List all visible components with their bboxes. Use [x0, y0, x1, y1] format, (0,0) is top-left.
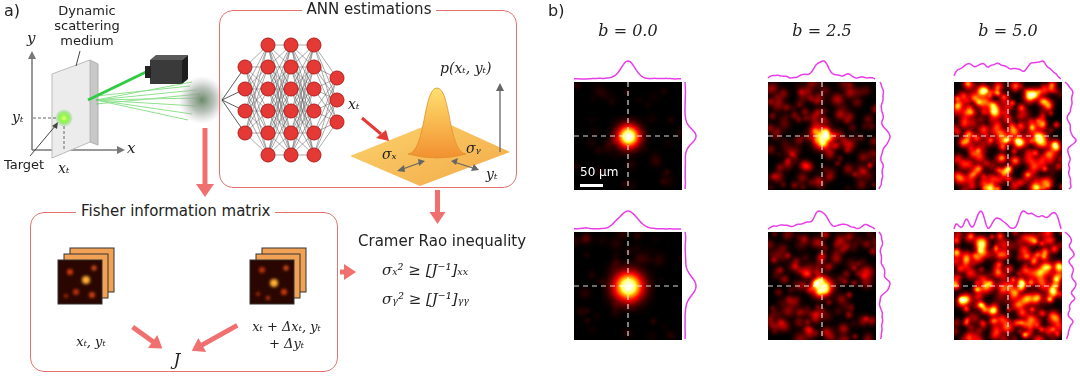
block-title: Cramer Rao inequality	[358, 232, 556, 251]
arrow-head	[430, 212, 446, 224]
target-label: Target	[4, 158, 44, 173]
matrix-symbol: J	[164, 347, 190, 371]
arrow-head	[344, 264, 356, 280]
scale-bar-label: 50 µm	[580, 166, 618, 180]
arrow-shaft	[133, 327, 154, 342]
panel-letter: a)	[4, 2, 20, 20]
sigma-label: σᵧ	[466, 140, 481, 156]
parameter-label: b = 2.5	[792, 22, 851, 40]
panel-heading: Fisher information matrix	[76, 202, 275, 221]
panel-box: ANN estimations	[219, 10, 517, 188]
inequality-block: Cramer Rao inequality σₓ² ≥ [J⁻¹]ₓₓ σᵧ² ≥ …	[358, 226, 556, 318]
medium-label: Dynamic scattering medium	[42, 4, 132, 49]
panel-box: Fisher information matrixxₜ, yₜxₜ + Δxₜ,…	[30, 212, 338, 372]
probability-label: p(xₜ, yₜ)	[440, 60, 492, 76]
stack-label: xₜ, yₜ	[76, 334, 105, 351]
arrow-shaft	[435, 190, 440, 213]
flow-arrow	[133, 327, 163, 348]
stack-label: xₜ + Δxₜ, yₜ + Δyₜ	[251, 319, 323, 353]
formula: σᵧ² ≥ [J⁻¹]ᵧᵧ	[382, 290, 556, 309]
flow-arrow	[430, 190, 446, 224]
arrow-shaft	[201, 325, 237, 345]
sigma-label: σₓ	[382, 146, 397, 162]
flow-arrow	[340, 264, 356, 280]
axis-label: x	[127, 140, 135, 157]
coordinate-label: yₜ	[12, 109, 23, 125]
arrow-shaft	[340, 270, 345, 275]
coordinate-label: xₜ	[348, 96, 359, 112]
image-stack-node: xₜ, yₜ	[51, 241, 131, 353]
parameter-label: b = 5.0	[978, 22, 1037, 40]
panel-heading: ANN estimations	[302, 0, 437, 19]
axis-label: y	[27, 30, 35, 47]
matrix-label: J	[164, 347, 190, 371]
coordinate-label: xₜ	[58, 160, 69, 176]
image-stack-node: xₜ + Δxₜ, yₜ + Δyₜ	[239, 241, 334, 355]
parameter-label: b = 0.0	[598, 22, 657, 40]
coordinate-label: yₜ	[486, 166, 497, 182]
flow-arrow	[192, 325, 238, 351]
panel-letter: b)	[548, 2, 564, 20]
formula: σₓ² ≥ [J⁻¹]ₓₓ	[382, 261, 556, 280]
